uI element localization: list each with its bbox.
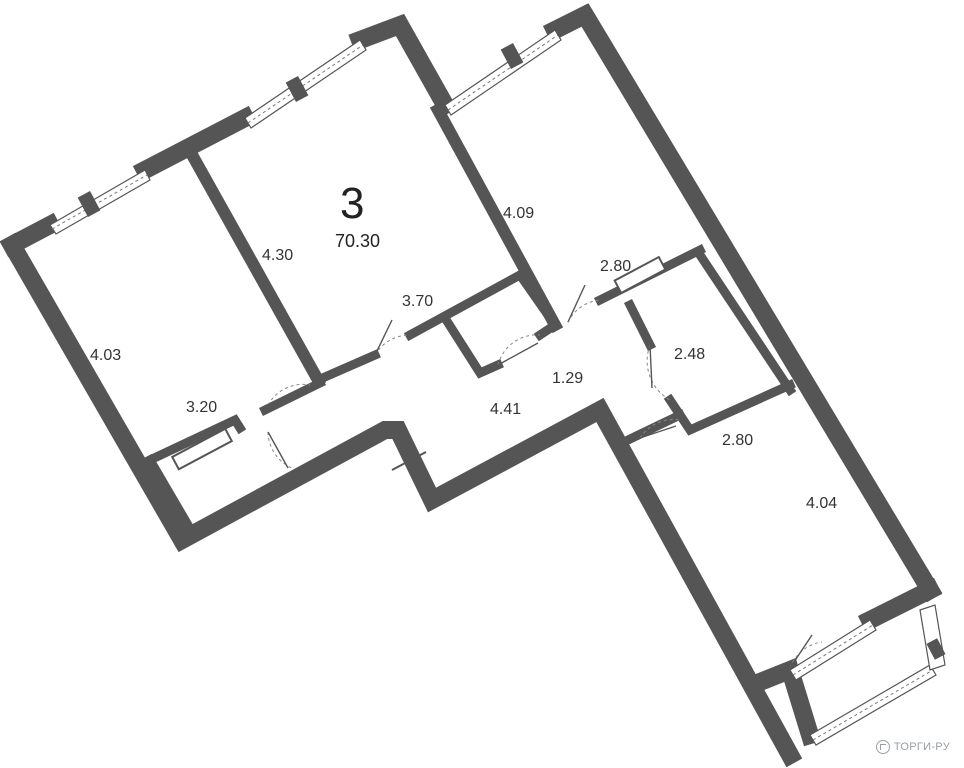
dim-room-center-width: 3.70 [402,293,434,310]
dim-room-left-width: 3.20 [186,399,218,416]
dim-closet-size: 1.29 [552,370,584,387]
dim-kitchen-width: 2.80 [722,432,754,449]
room-count: 3 [340,179,365,228]
outer-walls [0,3,943,768]
dim-bath-size: 2.48 [674,346,706,363]
dim-room-left-length: 4.03 [90,347,122,364]
dim-hall-length: 4.41 [490,401,522,418]
doors [267,284,823,669]
radiators [170,255,667,471]
windows [49,29,946,746]
entry-mark [391,439,427,481]
dim-room-center-length: 4.30 [262,247,294,264]
watermark-text: ТОРГИ-РУ [893,741,950,753]
watermark: ТОРГИ-РУ [875,740,950,754]
inner-walls [143,101,797,532]
dim-room-right-length: 4.09 [503,205,535,222]
total-area: 70.30 [335,231,381,251]
torgi-logo-icon [875,740,890,754]
dim-room-right-width: 2.80 [600,258,632,275]
dim-kitchen-length: 4.04 [806,495,838,512]
